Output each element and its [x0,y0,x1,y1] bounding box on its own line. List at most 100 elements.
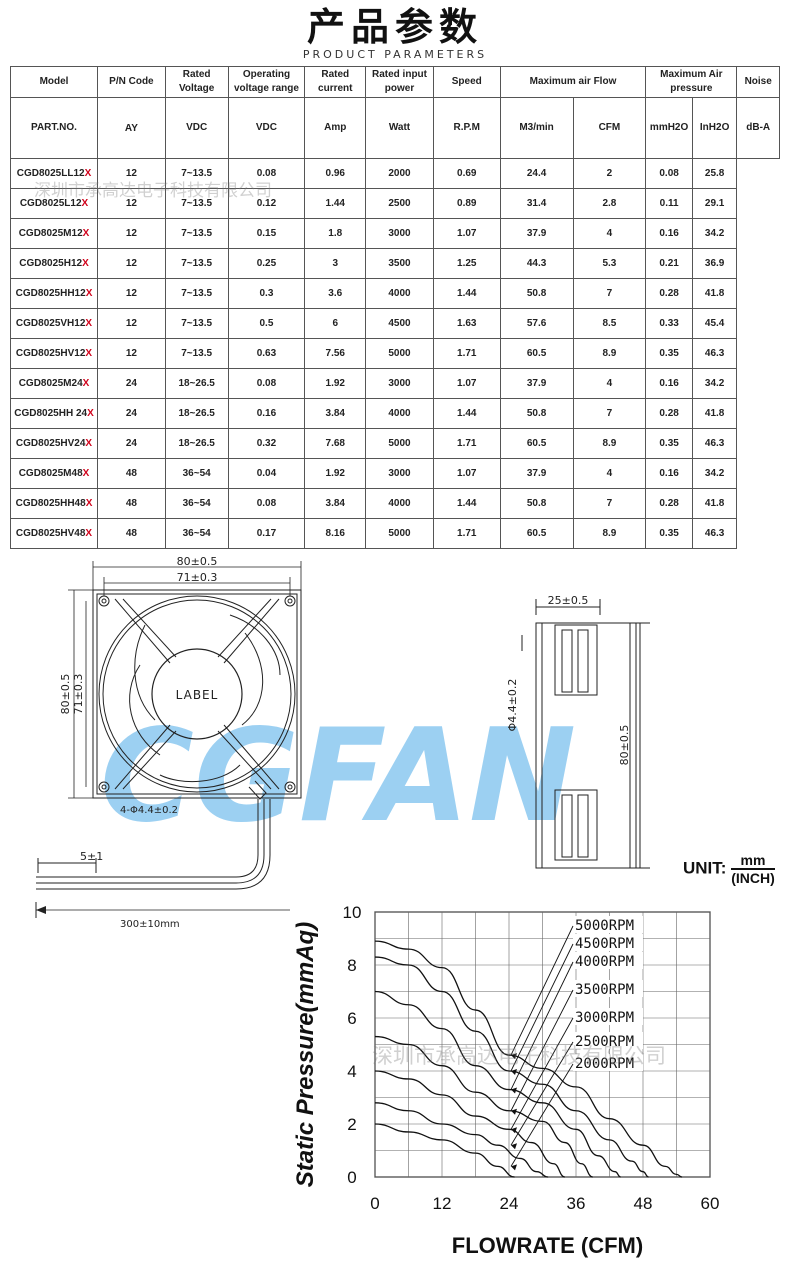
model-name: CGD8025H12 [19,258,83,269]
front-view [92,589,302,800]
series-label-bg [573,980,643,997]
series-leader [510,943,574,1072]
y-axis-label: Static Pressure(mmAq) [292,922,319,1187]
unit-part-no: PART.NO. [9,97,99,159]
cell-model: CGD8025HV24X [9,428,99,459]
dimension-lines [68,561,302,799]
cable-length-line [35,902,290,918]
cell-range: 7~13.5 [164,188,229,219]
cell-mm: 4 [572,218,647,249]
model-suffix: X [85,498,93,509]
cell-rpm: 4500 [365,308,434,339]
cell-rpm: 2000 [365,158,434,189]
cell-mm: 5.3 [572,248,647,279]
cell-model: CGD8025HH 24X [9,398,99,429]
cell-amp: 0.16 [227,398,306,429]
cell-dba: 34.2 [691,458,738,489]
cell-inh: 0.16 [645,368,693,399]
model-suffix: X [82,228,90,239]
series-arrow [511,1053,517,1060]
unit-prefix: UNIT: [683,858,727,878]
cell-range: 36~54 [164,488,229,519]
model-name: CGD8025HV48 [15,528,86,539]
unit-cfm: CFM [572,97,647,159]
cell-amp: 0.63 [227,338,306,369]
dim-side-hole: Φ4.4±0.2 [506,679,519,732]
x-tick-label: 60 [701,1194,720,1213]
cell-inh: 0.16 [645,218,693,249]
watermark-cn-top: 深圳市承高达电子科技有限公司 [34,181,272,201]
model-name: CGD8025LL12 [16,168,85,179]
y-tick-label: 4 [347,1062,356,1081]
series-label-bg [573,952,643,969]
cell-amp: 0.04 [227,458,306,489]
series-label: 5000RPM [575,918,634,934]
unit-rpm: R.P.M [432,97,501,159]
page-header: 产品参数 PRODUCT PARAMETERS [0,0,790,66]
mechanical-drawing: CGFAN LABEL 80±0.5 71±0.3 80±0.5 71±0.3 … [36,555,650,890]
series-line [374,1070,566,1178]
cell-vdc: 12 [97,188,166,219]
model-suffix: X [81,198,89,209]
cell-dba: 45.4 [691,308,738,339]
series-label-bg [573,934,643,951]
cell-watt: 3.6 [304,278,367,309]
model-suffix: X [87,408,94,419]
y-tick-label: 10 [343,903,362,922]
label-text: LABEL [176,688,219,702]
cell-watt: 7.56 [304,338,367,369]
cell-dba: 41.8 [691,398,738,429]
cell-dba: 46.3 [691,518,738,549]
cell-rpm: 3500 [365,248,434,279]
series-line [374,1123,515,1178]
series-line [374,1035,593,1178]
dim-height-80: 80±0.5 [59,674,72,715]
dim-strip: 5±1 [80,850,103,863]
cell-cfm: 50.8 [499,278,574,309]
model-suffix: X [82,378,90,389]
col-model: Model [9,66,99,98]
cell-inh: 0.08 [645,158,693,189]
cell-dba: 46.3 [691,428,738,459]
cell-cfm: 60.5 [499,518,574,549]
page-subtitle: PRODUCT PARAMETERS [302,48,488,61]
cell-mm: 7 [572,398,647,429]
series-leader [510,1017,574,1130]
y-tick-label: 0 [347,1168,356,1187]
series-line [374,940,683,1178]
cell-m3: 0.89 [432,188,501,219]
cell-amp: 0.08 [227,158,306,189]
series-leader [510,989,574,1111]
cell-vdc: 24 [97,428,166,459]
series-label-bg [573,1032,643,1049]
x-tick-label: 24 [500,1194,519,1213]
cell-rpm: 2500 [365,188,434,219]
model-suffix: X [85,528,93,539]
cell-model: CGD8025M48X [9,458,99,489]
model-name: CGD8025M48 [18,468,83,479]
model-suffix: X [85,288,93,299]
cell-amp: 0.15 [227,218,306,249]
col-pn-code: P/N Code [97,66,166,98]
series-leader [510,1063,574,1167]
model-suffix: X [84,168,92,179]
cell-cfm: 60.5 [499,428,574,459]
series-label: 4500RPM [575,936,634,952]
cell-cfm: 50.8 [499,488,574,519]
dim-cable-length: 300±10mm [120,919,180,930]
x-tick-label: 12 [433,1194,452,1213]
series-line [374,990,621,1178]
series-leader [510,925,574,1056]
cell-mm: 2.8 [572,188,647,219]
cell-mm: 8.5 [572,308,647,339]
watermark-cn-chart: 深圳市承高达电子科技有限公司 [372,1044,666,1068]
series-arrow [511,1143,517,1150]
cell-vdc: 12 [97,278,166,309]
